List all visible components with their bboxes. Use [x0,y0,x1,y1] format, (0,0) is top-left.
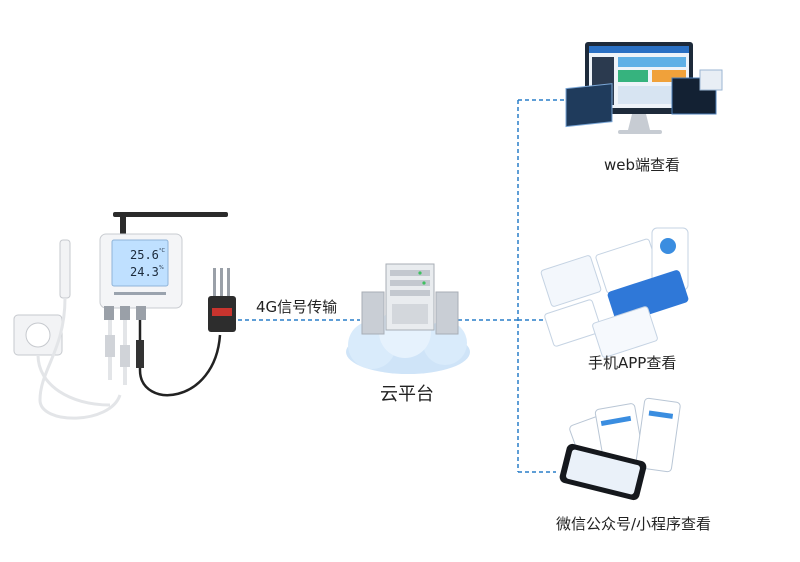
humidity-reading: 24.3 [130,265,159,279]
humidity-probe [59,239,71,299]
cloud-label: 云平台 [380,384,434,405]
device-screen [111,239,169,287]
antenna-icon [113,212,228,217]
humidity-unit: % [159,265,164,271]
temperature-reading: 25.6 [130,248,159,262]
monitor-icon [565,42,723,134]
endpoint-label-web: web端查看 [604,156,681,174]
phone-app-icon [540,227,689,358]
white-cable [38,297,122,420]
endpoint-label-app: 手机APP查看 [588,354,677,372]
cloud-platform-icon [346,263,470,374]
soil-probe [208,268,236,332]
link-label: 4G信号传输 [256,298,338,316]
connection-lines [238,99,565,473]
probe-cable [138,320,222,397]
endpoint-label-wechat: 微信公众号/小程序查看 [556,515,712,533]
wechat-miniprogram-icon [559,397,681,501]
light-sensor [13,314,63,356]
data-logger-device: 25.6 24.3 °C % [99,212,228,320]
temperature-unit: °C [159,248,166,254]
